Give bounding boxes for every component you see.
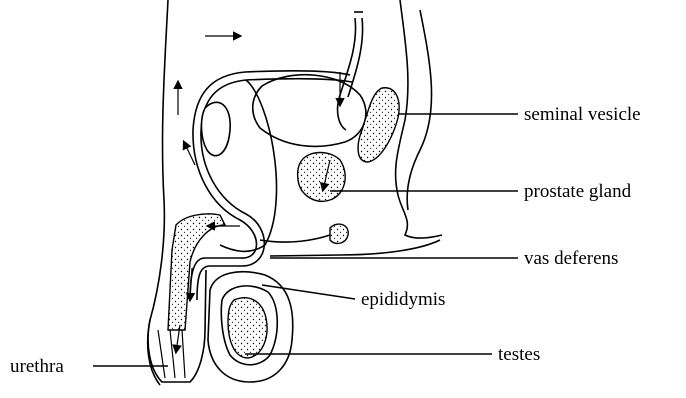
label-seminal-vesicle: seminal vesicle [524,104,641,125]
label-urethra: urethra [10,356,64,377]
body-outline [148,0,442,385]
label-epididymis: epididymis [361,289,445,310]
testis [228,298,267,358]
label-vas-deferens: vas deferens [524,248,618,269]
bladder [253,75,366,147]
label-testes: testes [498,344,540,365]
seminal-vesicle [358,88,399,162]
prostate-gland [298,153,346,202]
label-prostate-gland: prostate gland [524,181,632,202]
cowpers-gland [260,224,348,243]
